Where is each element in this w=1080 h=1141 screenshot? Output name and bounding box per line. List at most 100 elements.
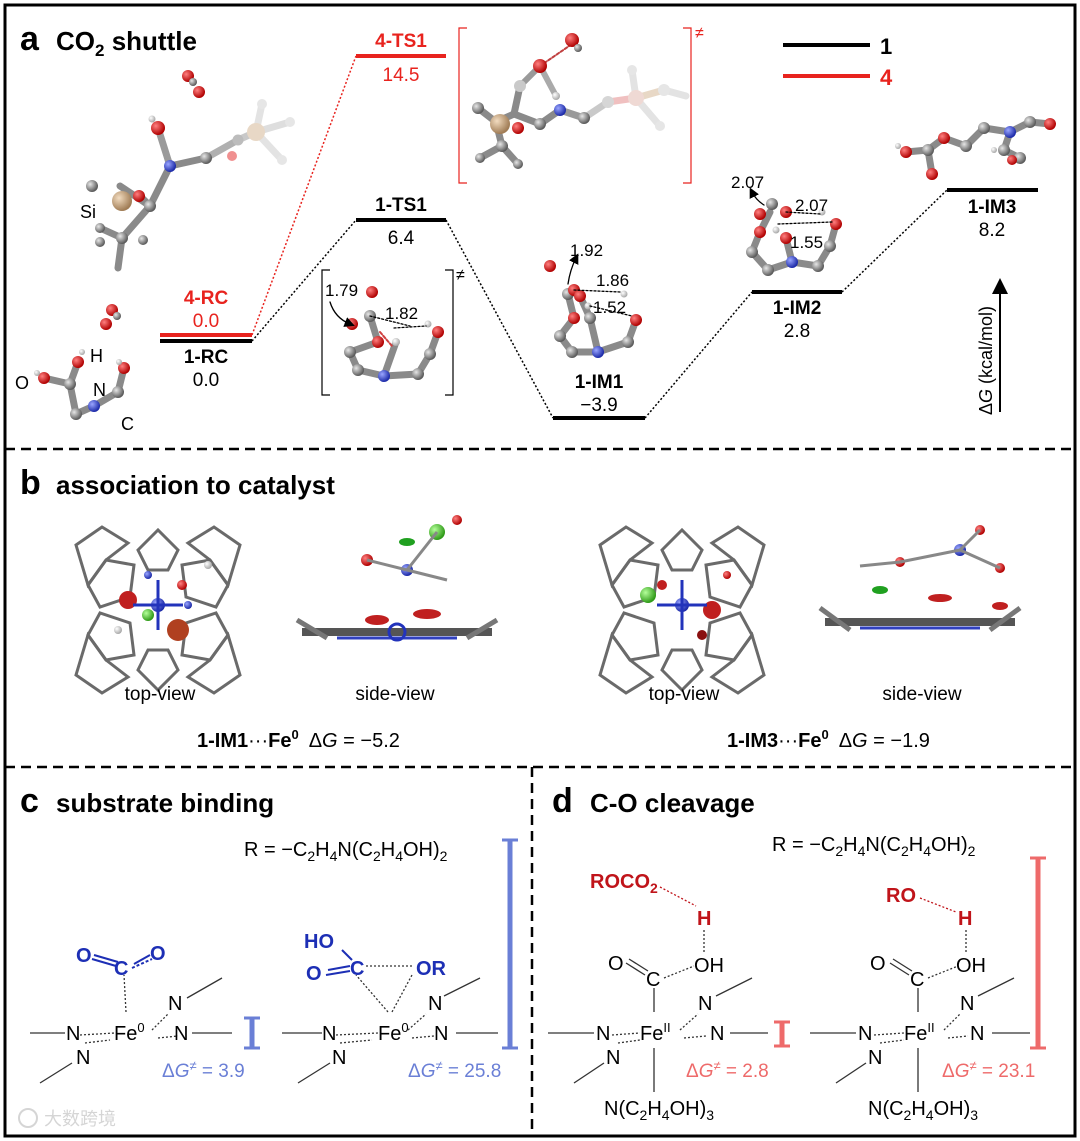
d1-roco2: ROCO2 <box>590 871 658 896</box>
ts1-bracket-right <box>445 269 454 396</box>
legend: 1 4 <box>783 34 893 90</box>
panel-d-letter: d <box>552 782 573 820</box>
energy-axis-label: ΔG (kcal/mol) <box>976 306 996 415</box>
c2-or: OR <box>416 958 447 980</box>
d2-ro: RO <box>886 885 916 907</box>
label-4-ts1: 4-TS1 <box>375 31 427 52</box>
c2-o: O <box>306 963 322 985</box>
watermark-text: 大数跨境 <box>44 1109 116 1129</box>
molecule-1-ts1: 1.79 1.82 <box>325 281 444 382</box>
im2-distance-b: 2.07 <box>795 196 828 215</box>
c1-fe: Fe0 <box>114 1020 145 1045</box>
ts4-bracket-mark: ≠ <box>695 25 704 42</box>
panel-c: c substrate binding R = −C2H4N(C2H4OH)2 … <box>20 782 518 1084</box>
d1-n-4: N <box>710 1023 724 1045</box>
d2-n-1: N <box>858 1023 872 1045</box>
label-4-rc: 4-RC <box>184 288 229 309</box>
molecule-4-ts1 <box>472 33 690 169</box>
d1-barrier-label: ΔG≠ = 2.8 <box>686 1058 769 1082</box>
value-4-ts1: 14.5 <box>383 65 420 86</box>
ts4-bracket-left <box>458 27 467 184</box>
porphyrin-side-view-2 <box>818 525 1022 633</box>
c1-n-2: N <box>76 1047 90 1069</box>
c1-c: C <box>114 958 128 980</box>
connector-1rc-1ts1 <box>251 219 357 342</box>
c1-o-left: O <box>76 945 92 967</box>
d2-o: O <box>870 953 886 975</box>
c1-o-right: O <box>150 943 166 965</box>
value-1-ts1: 6.4 <box>388 228 415 249</box>
ts1-distance-b: 1.82 <box>385 304 418 323</box>
panel-c-r-definition: R = −C2H4N(C2H4OH)2 <box>244 839 448 864</box>
panel-d-r-definition: R = −C2H4N(C2H4OH)2 <box>772 834 976 859</box>
c1-n-4: N <box>174 1023 188 1045</box>
molecule-1-rc: O H N C <box>15 304 134 434</box>
d2-n-4: N <box>970 1023 984 1045</box>
panel-b-title: association to catalyst <box>56 470 335 500</box>
d1-amine: N(C2H4OH)3 <box>604 1098 714 1123</box>
ts1-bracket-left <box>321 269 330 396</box>
panel-d-title: C-O cleavage <box>590 788 755 818</box>
c2-fe: Fe0 <box>378 1020 409 1045</box>
d2-n-3: N <box>960 993 974 1015</box>
atom-label-si: Si <box>80 202 96 222</box>
c2-n-1: N <box>322 1023 336 1045</box>
d2-c: C <box>910 969 924 991</box>
panel-a: a CO2 shuttle 1 4 4-RC 0.0 1-RC 0.0 4-TS… <box>15 20 1056 434</box>
panel-a-letter: a <box>20 20 40 58</box>
connector-1im2-1im3 <box>841 189 948 293</box>
atom-label-o: O <box>15 373 29 393</box>
im1-distance-b: 1.86 <box>596 271 629 290</box>
view-label-1: top-view <box>125 684 196 705</box>
atom-label-c: C <box>121 414 134 434</box>
structure-feii-ro <box>810 897 1030 1092</box>
label-1-im3: 1-IM3 <box>968 197 1017 218</box>
c1-n-1: N <box>66 1023 80 1045</box>
im2-distance-c: 1.55 <box>790 233 823 252</box>
molecule-4-rc: Si <box>80 70 295 272</box>
d1-h: H <box>697 908 711 930</box>
c2-ho: HO <box>304 931 334 953</box>
structure-feii-roco2 <box>548 886 768 1092</box>
im1-distance-a: 1.92 <box>570 241 603 260</box>
structure-fe0-co2 <box>30 954 232 1084</box>
label-1-im2: 1-IM2 <box>773 298 822 319</box>
im2-distance-a: 2.07 <box>731 173 764 192</box>
porphyrin-side-view-1 <box>295 515 499 642</box>
ts4-bracket-right <box>683 27 692 184</box>
d1-o: O <box>608 953 624 975</box>
connector-1im1-1im2 <box>644 291 753 419</box>
ts1-bracket-mark: ≠ <box>456 267 465 284</box>
panel-b: b association to catalyst <box>20 464 1022 752</box>
d1-n-2: N <box>606 1047 620 1069</box>
label-1-ts1: 1-TS1 <box>375 195 427 216</box>
legend-label-1: 1 <box>880 34 892 59</box>
c2-n-3: N <box>428 993 442 1015</box>
watermark: 大数跨境 <box>18 1108 116 1129</box>
molecule-1-im2: 2.07 2.07 1.55 <box>731 173 842 276</box>
label-1-im1: 1-IM1 <box>575 372 624 393</box>
panel-b-letter: b <box>20 464 41 502</box>
c2-n-2: N <box>332 1047 346 1069</box>
panel-d: d C-O cleavage R = −C2H4N(C2H4OH)2 ROCO2… <box>548 782 1046 1123</box>
d2-amine: N(C2H4OH)3 <box>868 1098 978 1123</box>
atom-label-h: H <box>90 346 103 366</box>
c1-n-3: N <box>168 993 182 1015</box>
view-label-4: side-view <box>882 684 961 705</box>
c2-barrier-label: ΔG≠ = 25.8 <box>408 1058 501 1082</box>
d1-oh: OH <box>694 955 724 977</box>
porphyrin-top-view-2 <box>598 525 766 695</box>
connector-4rc-4ts1 <box>251 55 357 336</box>
view-label-2: side-view <box>355 684 434 705</box>
value-4-rc: 0.0 <box>193 311 219 332</box>
d1-fe: FeII <box>640 1020 671 1045</box>
d1-n-3: N <box>698 993 712 1015</box>
panel-a-title: CO2 shuttle <box>56 26 197 60</box>
d1-n-1: N <box>596 1023 610 1045</box>
d2-n-2: N <box>868 1047 882 1069</box>
d2-barrier-label: ΔG≠ = 23.1 <box>942 1058 1035 1082</box>
figure-border <box>3 3 1077 1138</box>
